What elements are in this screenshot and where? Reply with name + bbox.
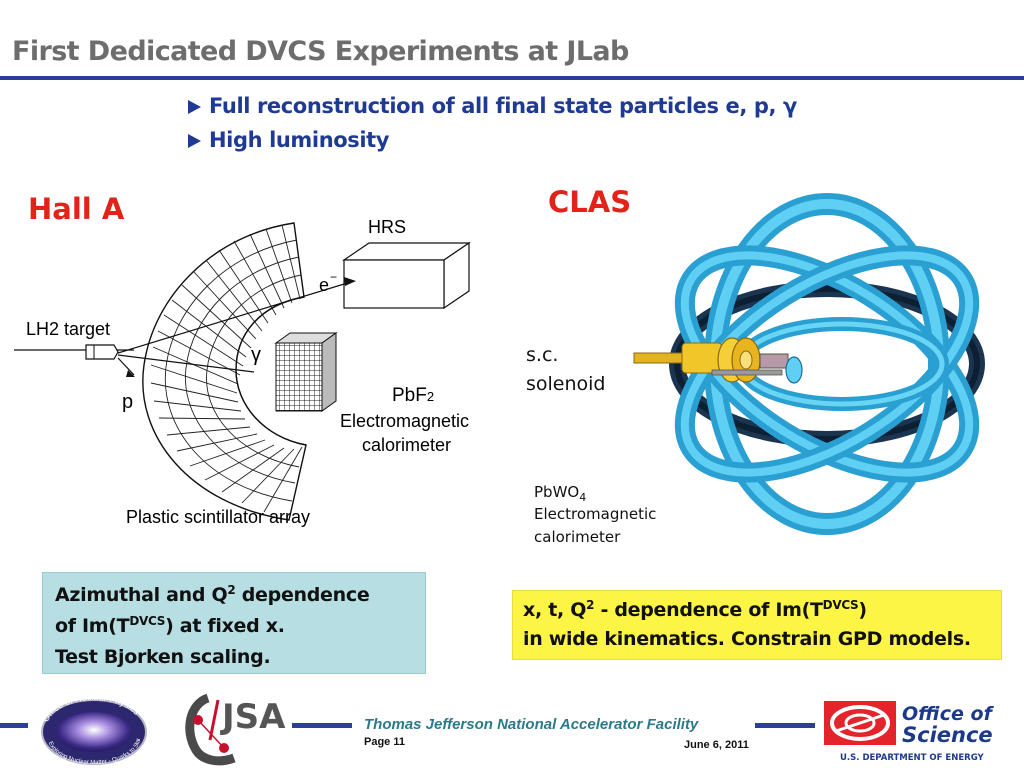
hall-a-heading: Hall A bbox=[28, 192, 125, 226]
doe-office-of-science-logo: Office of Science U.S. DEPARTMENT OF ENE… bbox=[824, 701, 995, 763]
electron-arrow-icon bbox=[344, 277, 356, 286]
slide-title: First Dedicated DVCS Experiments at JLab bbox=[12, 36, 629, 67]
hall-a-summary-line3: Test Bjorken scaling. bbox=[55, 646, 271, 668]
clas-heading: CLAS bbox=[548, 185, 632, 219]
doe-logo-line1: Office of bbox=[902, 703, 995, 725]
footer-divider-left bbox=[0, 723, 28, 728]
footer-divider-right bbox=[755, 723, 815, 728]
footer-organization: Thomas Jefferson National Accelerator Fa… bbox=[364, 716, 699, 733]
clas-summary-box: x, t, Q2 - dependence of Im(TDVCS) in wi… bbox=[512, 590, 1002, 660]
beam-line bbox=[14, 280, 355, 376]
electron-charge-label: − bbox=[330, 270, 337, 284]
pbf2-label: PbF2 bbox=[392, 385, 434, 406]
title-divider bbox=[0, 76, 1024, 80]
jsa-logo: JSA bbox=[185, 693, 286, 766]
hall-a-summary-box: Azimuthal and Q2 dependence of Im(TDVCS)… bbox=[42, 572, 426, 674]
clas-summary-line1: x, t, Q2 - dependence of Im(TDVCS) bbox=[523, 598, 867, 621]
solenoid-assembly bbox=[633, 337, 803, 384]
clas-summary-line2: in wide kinematics. Constrain GPD models… bbox=[523, 628, 971, 650]
bullet-item-1: Full reconstruction of all final state p… bbox=[188, 94, 797, 118]
electron-label: e bbox=[319, 275, 329, 295]
clas-calorimeter-line1: Electromagnetic bbox=[534, 505, 657, 523]
scintillator-label: Plastic scintillator array bbox=[126, 507, 310, 527]
clas-detector-diagram bbox=[633, 193, 985, 535]
clas-calorimeter-line2: calorimeter bbox=[534, 528, 621, 546]
footer-page-number: Page 11 bbox=[364, 736, 405, 748]
jsa-logo-text: JSA bbox=[220, 697, 286, 737]
clas-torus-coils bbox=[669, 193, 985, 535]
solenoid-label-line2: solenoid bbox=[526, 373, 606, 395]
lh2-target-icon bbox=[85, 344, 119, 360]
bullet-text-2: High luminosity bbox=[209, 128, 390, 152]
bullet-arrow-icon bbox=[188, 134, 201, 148]
hrs-label: HRS bbox=[368, 217, 406, 237]
solenoid-label-line1: s.c. bbox=[526, 344, 559, 366]
hall-a-calorimeter-line1: Electromagnetic bbox=[340, 411, 469, 431]
scintillator-array bbox=[142, 222, 307, 521]
office-of-nuclear-physics-logo: Office of Nuclear Physics Exploring Nucl… bbox=[36, 688, 147, 766]
footer-divider-mid bbox=[292, 723, 352, 728]
hall-a-diagram: HRS e − LH2 target γ p PbF2 Electromagne… bbox=[14, 217, 471, 527]
pbf2-calorimeter-block bbox=[274, 332, 338, 412]
bullet-item-2: High luminosity bbox=[188, 128, 390, 152]
hall-a-summary-line1: Azimuthal and Q2 dependence bbox=[55, 583, 370, 606]
bullet-arrow-icon bbox=[188, 100, 201, 114]
doe-logo-line3: U.S. DEPARTMENT OF ENERGY bbox=[840, 753, 984, 763]
footer-date: June 6, 2011 bbox=[684, 739, 749, 751]
hall-a-summary-line2: of Im(TDVCS) at fixed x. bbox=[55, 614, 285, 637]
hrs-spectrometer-box bbox=[342, 241, 471, 310]
pbwo4-label: PbWO4 bbox=[534, 483, 587, 504]
hall-a-calorimeter-line2: calorimeter bbox=[362, 435, 451, 455]
lh2-target-label: LH2 target bbox=[26, 319, 110, 339]
doe-logo-line2: Science bbox=[902, 723, 993, 747]
proton-label: p bbox=[122, 391, 133, 413]
gamma-label: γ bbox=[251, 344, 261, 366]
proton-arrow-icon bbox=[126, 370, 135, 377]
bullet-text-1: Full reconstruction of all final state p… bbox=[209, 94, 797, 118]
